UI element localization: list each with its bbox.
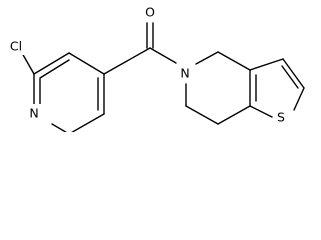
- bond-ch2-ch2: [185, 105, 219, 125]
- bond-c6-n1: [51, 123, 67, 132]
- bond-c3-c2-thio-inner: [281, 65, 299, 89]
- bond-s-c7a: [249, 105, 273, 118]
- molecule-canvas: Cl N O N S: [4, 3, 305, 132]
- bond-c5-c6: [71, 113, 105, 132]
- bond-c3-c2-thio: [282, 58, 305, 89]
- bonds: [21, 22, 305, 132]
- bond-c4-carbonyl: [103, 47, 151, 75]
- bond-c7a-ch2: [217, 105, 251, 125]
- structural-formula: Cl N O N S: [4, 3, 305, 132]
- bond-c2-c3: [33, 52, 70, 75]
- bond-n-ch2-top: [195, 51, 219, 65]
- bond-ch2-c3a: [217, 51, 251, 71]
- atom-chlorine: Cl: [10, 39, 22, 54]
- atom-pyridine-nitrogen: N: [29, 106, 38, 121]
- bond-c2-s: [293, 87, 305, 111]
- bond-c2-c3-inner: [39, 59, 70, 79]
- atom-carbonyl-oxygen: O: [145, 5, 155, 20]
- atom-labels: Cl N O N S: [4, 3, 288, 126]
- atom-sulfur: S: [277, 110, 285, 125]
- bond-carbonyl-n: [149, 47, 177, 64]
- bond-cl-c2: [21, 52, 35, 75]
- bond-c3-c4: [68, 52, 105, 75]
- bond-c3a-c3: [249, 58, 284, 71]
- atom-amide-nitrogen: N: [180, 66, 189, 81]
